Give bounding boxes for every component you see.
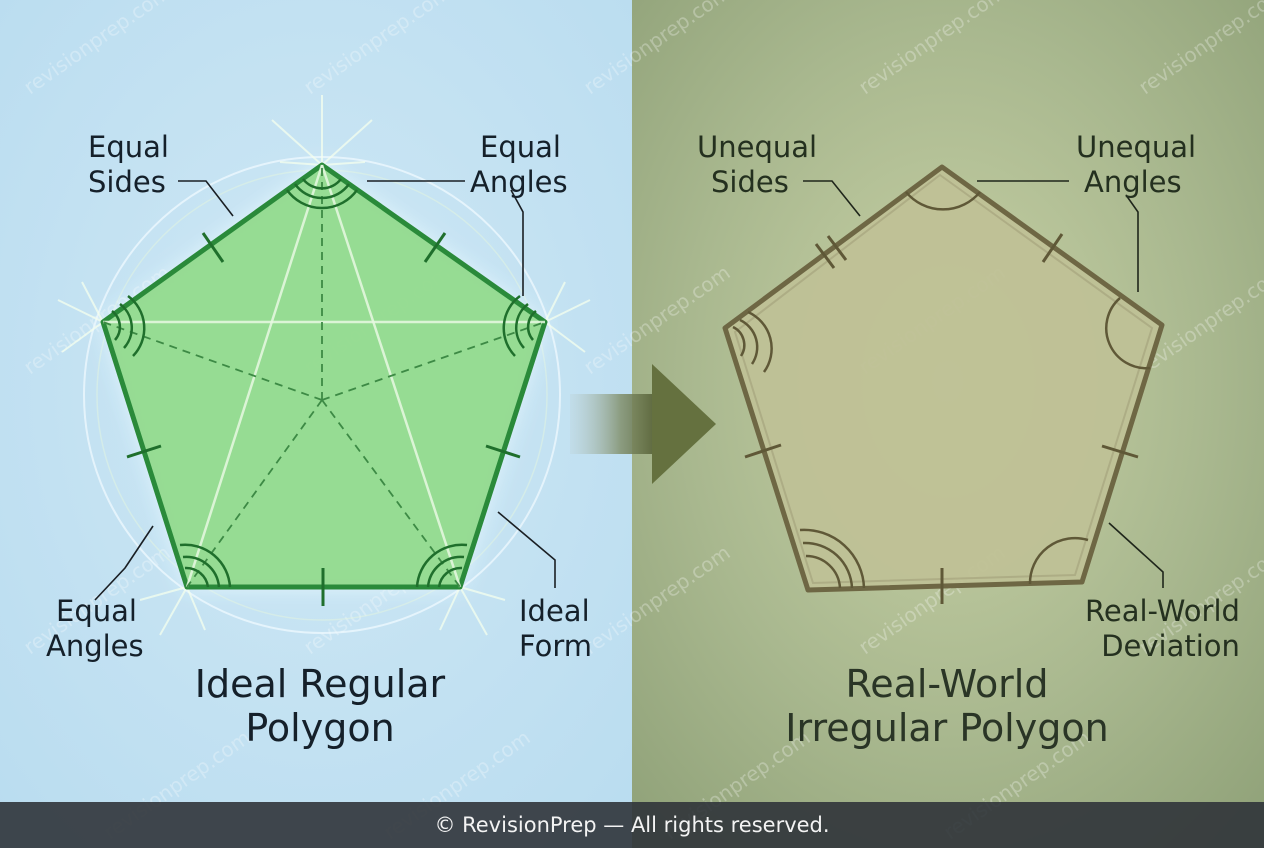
copyright-text: © RevisionPrep — All rights reserved. xyxy=(434,813,830,837)
real-angle-arcs xyxy=(732,191,1151,589)
real-pentagon xyxy=(722,164,1165,593)
right-leader-lines xyxy=(803,180,1164,588)
ideal-side-ticks xyxy=(126,232,521,606)
ideal-pentagon-group xyxy=(57,95,591,636)
real-side-ticks xyxy=(744,233,1139,604)
vertex-light-rays xyxy=(57,95,591,636)
footer-bar: © RevisionPrep — All rights reserved. xyxy=(0,802,1264,848)
ideal-center-lines xyxy=(102,165,546,588)
ideal-angle-arcs xyxy=(111,178,537,588)
real-pentagon-group xyxy=(722,164,1165,604)
left-leader-lines xyxy=(94,180,556,601)
transition-arrow xyxy=(570,364,716,484)
